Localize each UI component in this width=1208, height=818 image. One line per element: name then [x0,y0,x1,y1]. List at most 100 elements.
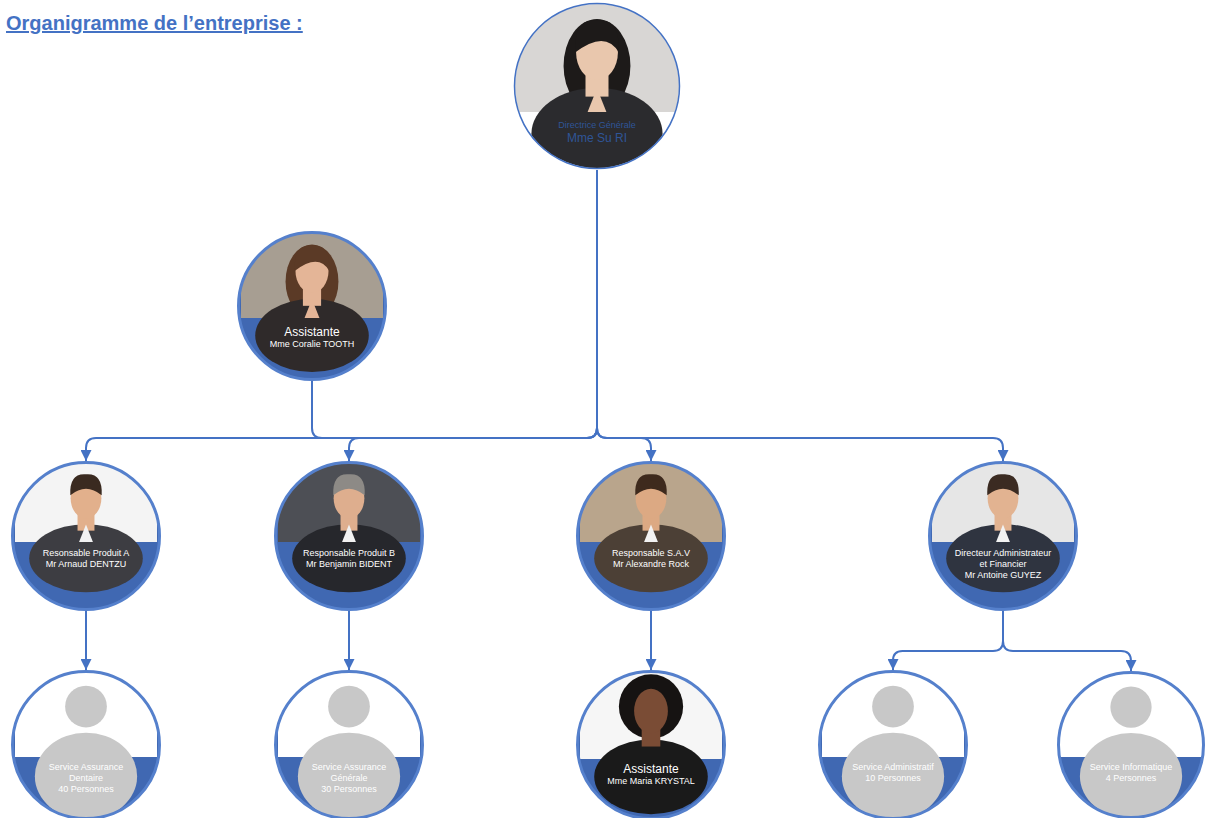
node-title: Responsable S.A.V [586,548,716,559]
person-circle-node: Service Assurance Générale30 Personnes [274,670,424,818]
photo-shoulders [292,524,406,592]
circle-border [1059,673,1204,818]
node-title: Service Assurance Générale [299,762,399,784]
node-title: Service Informatique [1076,762,1186,773]
photo-hair [333,474,365,495]
node-subtitle: Mme Maria KRYSTAL [589,776,713,787]
photo [515,2,679,170]
connector-arrow [85,611,87,670]
circle-outline [513,2,681,170]
photo-collar [79,525,93,542]
person-circle-node: Directeur Administrateur et FinancierMr … [928,461,1078,611]
node-subtitle: Mr Arnaud DENTZU [21,559,151,570]
person-circle-node: AssistanteMme Maria KRYSTAL [576,670,726,818]
photo-shoulders [531,88,662,170]
circle-border [930,463,1077,610]
node-subtitle: Mr Alexandre Rock [586,559,716,570]
placeholder-head [1110,686,1151,727]
photo-ground [15,461,157,542]
photo-ground [580,461,722,542]
circle-outline [1057,671,1205,818]
node-text: Service Informatique4 Personnes [1076,762,1186,784]
photo-ground [515,2,679,112]
node-title: Service Assurance Dentaire [36,762,136,784]
photo-ground [932,461,1074,542]
circle-outline [237,231,387,381]
connector-arrow [348,611,350,670]
node-text: Directeur Administrateur et FinancierMr … [951,548,1055,580]
person-circle-node: Responsable S.A.VMr Alexandre Rock [576,461,726,611]
circle-border [578,672,725,818]
node-text: Responsable Produit BMr Benjamin BIDENT [284,548,414,570]
node-text: AssistanteMme Maria KRYSTAL [589,762,713,787]
person-circle-node: Resonsable Produit AMr Arnaud DENTZU [11,461,161,611]
photo-hair [619,674,683,739]
photo-shoulders [946,524,1060,592]
node-text: Service Administratif10 Personnes [838,762,948,784]
placeholder-head [328,686,370,728]
node-subtitle: Mr Antoine GUYEZ [951,570,1055,581]
photo-ground [580,670,722,759]
photo-hair [70,474,102,495]
node-title: Resonsable Produit A [21,548,151,559]
circle-outline [576,461,726,611]
placeholder-shoulders [298,733,400,818]
connector-arrow [893,611,1003,670]
node-text: Directrice GénéraleMme Su RI [532,120,662,145]
photo-shoulders [29,524,143,592]
circle-outline [11,461,161,611]
photo-collar [644,525,658,542]
node-title: Assistante [250,325,374,339]
node-title: Service Administratif [838,762,948,773]
node-subtitle: 30 Personnes [299,784,399,795]
circle-border [820,672,967,818]
node-title: Responsable Produit B [284,548,414,559]
circle-outline [928,461,1078,611]
photo-ground [278,461,420,542]
photo-collar [342,525,356,542]
top-circle-node: Directrice GénéraleMme Su RI [513,2,681,170]
photo-ground [241,231,383,318]
circle-border [515,4,680,169]
person-circle-node: Service Administratif10 Personnes [818,670,968,818]
circle-outline [576,670,726,818]
circle-border [13,672,160,818]
connector-arrow [86,170,597,461]
page-title: Organigramme de l’entreprise : [6,12,303,35]
circle-outline [274,670,424,818]
circle-border [276,463,423,610]
node-title: Directeur Administrateur et Financier [951,548,1055,570]
circle-outline [11,670,161,818]
circle-border [578,463,725,610]
node-title: Directrice Générale [532,120,662,131]
node-text: Service Assurance Dentaire40 Personnes [36,762,136,794]
connector-arrow [597,170,1003,461]
connector-arrow [650,611,652,670]
person-circle-node: AssistanteMme Coralie TOOTH [237,231,387,381]
connector-arrow [597,170,651,461]
node-subtitle: Mme Coralie TOOTH [250,339,374,350]
photo-shoulders [594,524,708,592]
node-subtitle: Mr Benjamin BIDENT [284,559,414,570]
placeholder-head [872,686,914,728]
photo-hair [635,474,667,495]
circle-outline [274,461,424,611]
node-text: Resonsable Produit AMr Arnaud DENTZU [21,548,151,570]
node-subtitle: 4 Personnes [1076,773,1186,784]
photo-collar [588,88,607,112]
circle-border [239,233,386,380]
node-text: Service Assurance Générale30 Personnes [299,762,399,794]
node-text: AssistanteMme Coralie TOOTH [250,325,374,350]
circle-outline [818,670,968,818]
photo-hair [295,246,330,271]
person-circle-node: Service Assurance Dentaire40 Personnes [11,670,161,818]
node-subtitle: Mme Su RI [532,131,662,145]
photo-hair [575,21,619,53]
node-subtitle: 40 Personnes [36,784,136,795]
circle-border [13,463,160,610]
placeholder-shoulders [35,733,137,818]
node-text: Responsable S.A.VMr Alexandre Rock [586,548,716,570]
circle-border [276,672,423,818]
person-circle-node: Responsable Produit BMr Benjamin BIDENT [274,461,424,611]
